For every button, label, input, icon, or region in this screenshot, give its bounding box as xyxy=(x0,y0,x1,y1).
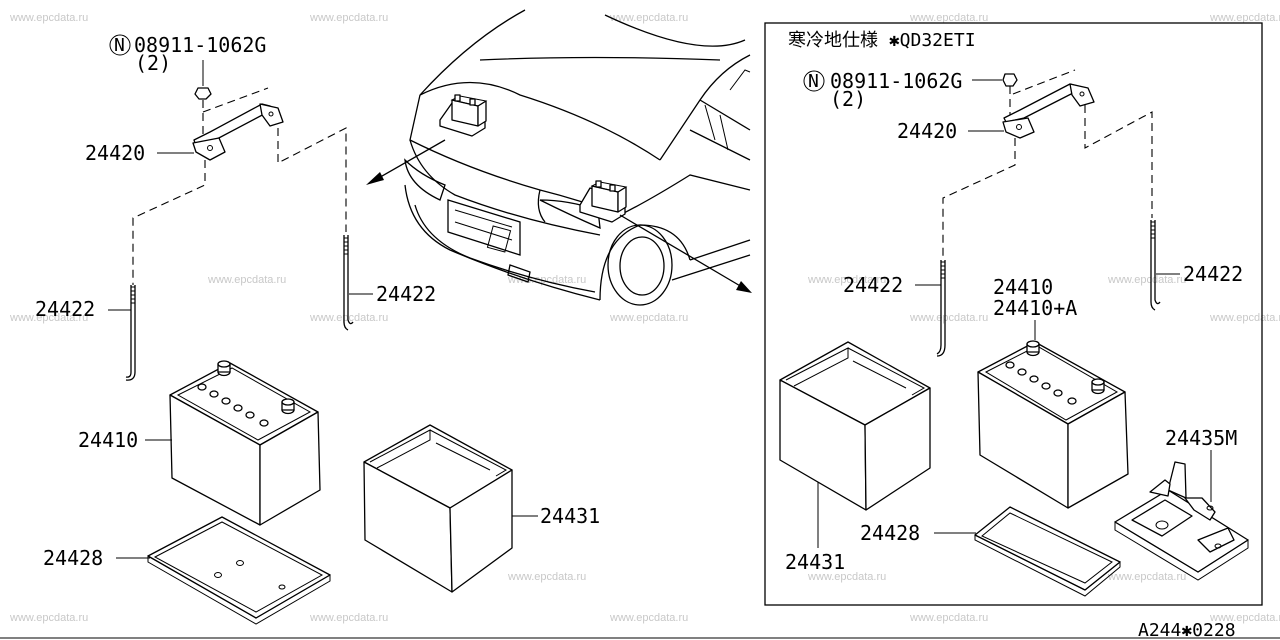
figure-code: A244✱0228 xyxy=(1138,620,1236,640)
watermark: www.epcdata.ru xyxy=(207,274,286,286)
battery-cover-box xyxy=(779,341,931,511)
nut-quantity: (2) xyxy=(135,51,171,75)
assembly-dash-line xyxy=(1084,105,1153,218)
label-24435m: 24435M xyxy=(1165,426,1237,450)
label-24420: 24420 xyxy=(85,141,145,165)
nut-quantity: (2) xyxy=(830,87,866,111)
watermark: www.epcdata.ru xyxy=(1209,312,1280,324)
watermark: www.epcdata.ru xyxy=(1107,274,1186,286)
watermark: www.epcdata.ru xyxy=(9,312,88,324)
label-24431: 24431 xyxy=(785,550,845,574)
watermark: www.epcdata.ru xyxy=(609,612,688,624)
label-24428: 24428 xyxy=(43,546,103,570)
watermark: www.epcdata.ru xyxy=(609,12,688,24)
label-24422-left: 24422 xyxy=(35,297,95,321)
hold-rod-left xyxy=(936,260,946,357)
nut-circle-icon xyxy=(803,70,825,92)
watermark: www.epcdata.ru xyxy=(909,312,988,324)
left-group: N 08911-1062G (2) 24420 24422 xyxy=(35,33,600,625)
watermark: www.epcdata.ru xyxy=(909,612,988,624)
nut-part-number: 08911-1062G xyxy=(134,33,266,57)
nut-icon xyxy=(1002,73,1018,87)
watermark: www.epcdata.ru xyxy=(609,312,688,324)
watermark: www.epcdata.ru xyxy=(9,612,88,624)
vehicle-illustration xyxy=(366,9,752,306)
watermark: www.epcdata.ru xyxy=(309,12,388,24)
battery xyxy=(169,360,321,526)
battery-cover-box xyxy=(363,424,513,593)
watermark: www.epcdata.ru xyxy=(807,274,886,286)
label-24410-a: 24410+A xyxy=(993,296,1077,320)
label-24410: 24410 xyxy=(993,275,1053,299)
watermark: www.epcdata.ru xyxy=(507,274,586,286)
nut-circle-letter: N xyxy=(808,71,819,92)
inset-frame xyxy=(764,22,1263,606)
assembly-dash-line xyxy=(277,127,347,232)
battery xyxy=(977,340,1129,509)
battery-tray xyxy=(974,506,1121,597)
car-battery-right xyxy=(579,180,628,223)
car-battery-left xyxy=(439,94,488,137)
watermark: www.epcdata.ru xyxy=(909,12,988,24)
watermark: www.epcdata.ru xyxy=(1209,612,1280,624)
watermark: www.epcdata.ru xyxy=(1107,571,1186,583)
nut-circle-letter: N xyxy=(114,35,125,56)
callout-arrow-right xyxy=(619,214,752,293)
hold-rod-right xyxy=(1150,220,1161,311)
nut-circle-icon xyxy=(109,34,131,56)
nut-icon xyxy=(194,87,212,100)
battery-hold-bracket xyxy=(1002,83,1095,139)
label-24422-right: 24422 xyxy=(1183,262,1243,286)
hold-rod-right xyxy=(343,235,354,331)
watermark: www.epcdata.ru xyxy=(507,571,586,583)
watermark: www.epcdata.ru xyxy=(9,12,88,24)
inset-title: 寒冷地仕様 ✱QD32ETI xyxy=(788,30,976,51)
assembly-dash-line xyxy=(1012,69,1076,95)
nut-part-number: 08911-1062G xyxy=(830,69,962,93)
label-24428: 24428 xyxy=(860,521,920,545)
label-24410: 24410 xyxy=(78,428,138,452)
watermarks: www.epcdata.ru www.epcdata.ru www.epcdat… xyxy=(9,12,1280,624)
label-24422-left: 24422 xyxy=(843,273,903,297)
callout-arrow-left xyxy=(366,139,446,185)
hold-rod-left xyxy=(125,285,136,381)
label-24431: 24431 xyxy=(540,504,600,528)
battery-base-bracket xyxy=(1114,461,1249,581)
assembly-dash-line xyxy=(942,138,1016,260)
label-24420: 24420 xyxy=(897,119,957,143)
battery-tray xyxy=(147,516,331,625)
watermark: www.epcdata.ru xyxy=(309,612,388,624)
battery-hold-bracket xyxy=(192,103,284,161)
label-24422-right: 24422 xyxy=(376,282,436,306)
assembly-dash-line xyxy=(202,87,269,113)
watermark: www.epcdata.ru xyxy=(807,571,886,583)
assembly-dash-line xyxy=(132,160,206,285)
watermark: www.epcdata.ru xyxy=(1209,12,1280,24)
cold-region-inset: 寒冷地仕様 ✱QD32ETI N 08911-1062G (2) 24420 2… xyxy=(764,22,1263,606)
